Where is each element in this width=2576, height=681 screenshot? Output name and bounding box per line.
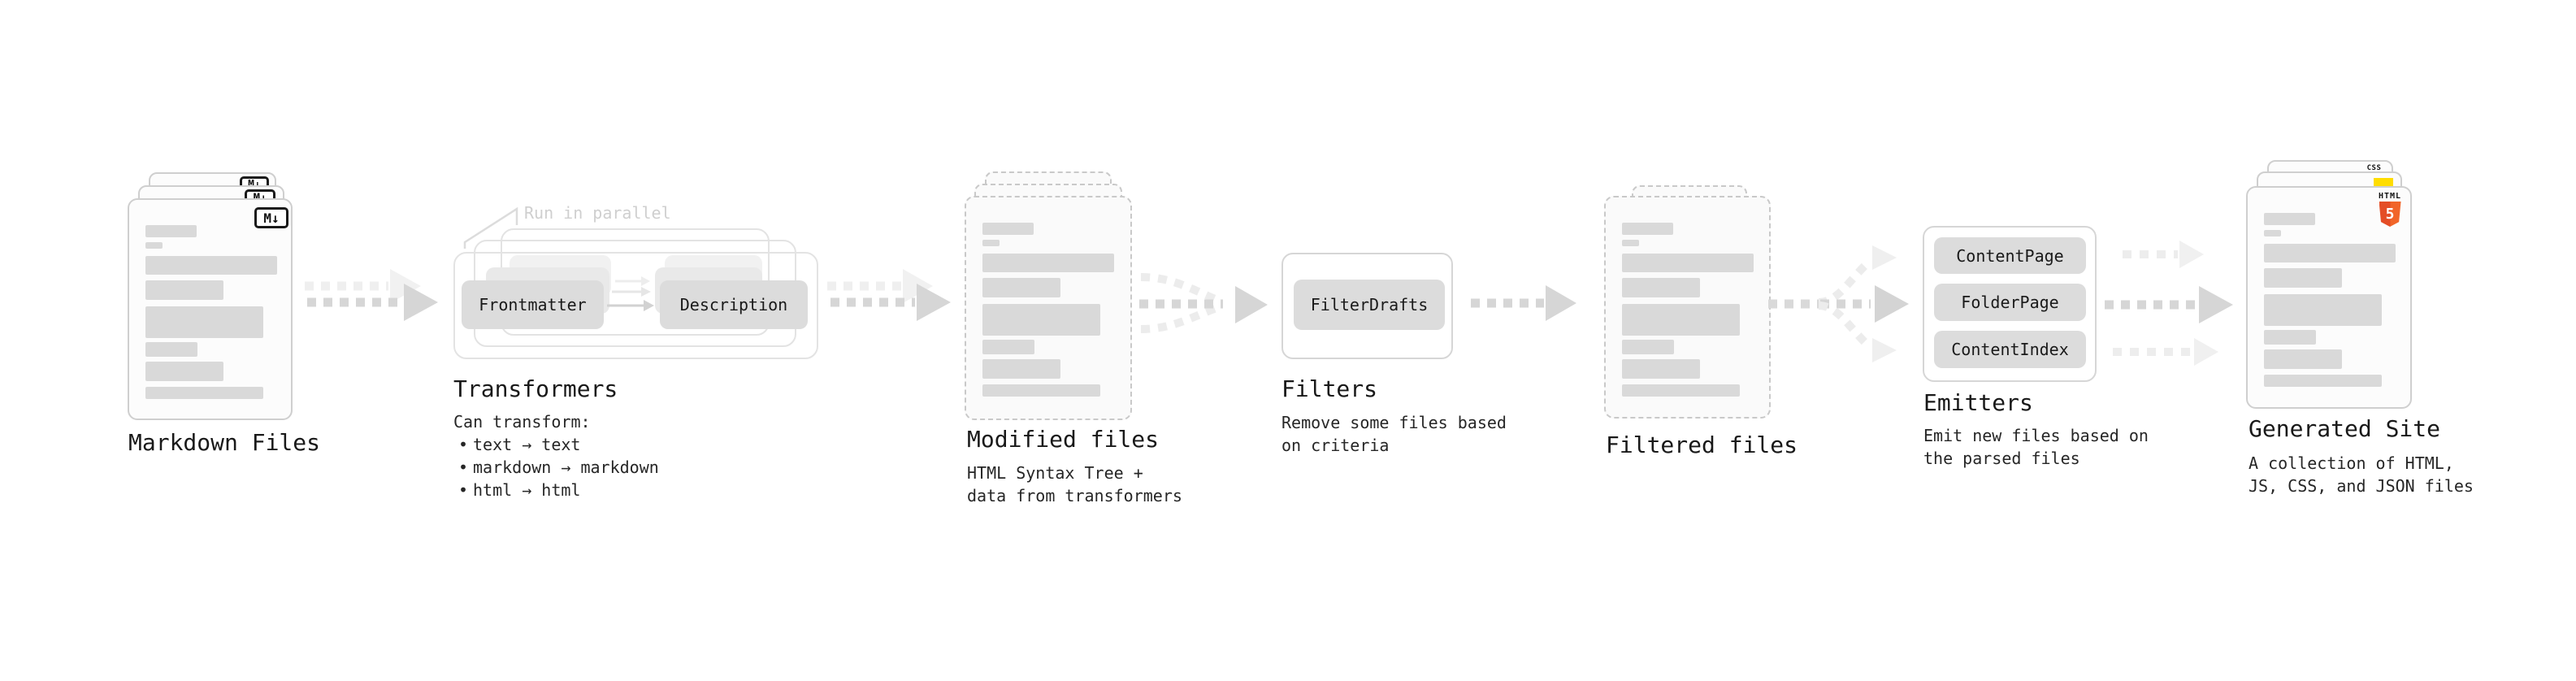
transformers-stack-front [453,252,818,359]
bullet-html-to-html: •html → html [458,480,581,500]
arrow-fan-out-to-emitters [1768,245,1909,362]
skeleton-line [1622,359,1700,379]
skeleton-line [145,225,197,237]
skeleton-line [982,359,1060,379]
skeleton-line [2264,330,2316,345]
skeleton-line [145,306,263,338]
skeleton-line [2264,268,2342,288]
skeleton-line [145,256,277,275]
generated-site-label: Generated Site [2249,415,2441,442]
skeleton-line [2264,294,2382,326]
generated-card-front: HTML 5 [2246,186,2412,409]
skeleton-line [145,362,223,381]
transformers-label: Transformers [453,375,618,402]
skeleton-line [145,242,163,249]
arrow-transformers-to-modified [827,269,951,321]
arrow-fan-in-to-filters [1139,273,1268,333]
modified-card-front [965,196,1132,420]
skeleton-line [982,240,1000,246]
bullet-markdown-to-markdown: •markdown → markdown [458,458,659,477]
generated-site-caption: A collection of HTML, JS, CSS, and JSON … [2249,453,2474,496]
can-transform-title: Can transform: [453,412,591,432]
skeleton-line [982,384,1100,397]
skeleton-line [145,342,197,357]
skeleton-line [1622,223,1673,235]
markdown-files-label: Markdown Files [128,429,321,456]
frontmatter-chip: Frontmatter [462,280,604,329]
skeleton-line [1622,340,1674,354]
emitters-label: Emitters [1923,389,2033,416]
transformers-caption: Can transform: •text → text •markdown → … [453,410,659,501]
run-in-parallel-annotation: Run in parallel [524,203,671,223]
skeleton-line [2264,375,2382,387]
filters-caption: Remove some files based on criteria [1281,413,1507,455]
skeleton-line [1622,254,1754,272]
modified-files-caption: HTML Syntax Tree + data from transformer… [967,463,1182,505]
skeleton-line [982,340,1034,354]
skeleton-line [1622,278,1700,297]
html5-icon: HTML 5 [2379,192,2401,227]
contentindex-chip: ContentIndex [1934,331,2086,368]
skeleton-line [1622,384,1740,397]
skeleton-line [1622,240,1639,246]
filters-label: Filters [1281,375,1378,402]
skeleton-line [982,304,1100,336]
skeleton-line [1622,304,1740,336]
skeleton-line [982,254,1114,272]
filtered-card-front [1604,196,1771,419]
skeleton-line [2264,349,2342,369]
description-chip: Description [660,280,808,329]
markdown-icon: M↓ [254,207,288,228]
skeleton-line [982,278,1060,297]
markdown-card-front: M↓ [128,198,293,420]
arrows-emitters-to-generated [2105,241,2233,366]
skeleton-line [982,223,1034,235]
javascript-icon [2374,178,2393,189]
filtered-files-label: Filtered files [1606,432,1798,458]
folderpage-chip: FolderPage [1934,284,2086,321]
modified-files-label: Modified files [967,426,1160,453]
skeleton-line [145,387,263,399]
skeleton-line [2264,230,2281,236]
arrow-filters-to-filtered [1471,285,1576,321]
skeleton-line [2264,244,2396,262]
skeleton-line [145,280,223,300]
arrow-markdown-to-transformers [305,269,438,321]
contentpage-chip: ContentPage [1934,237,2086,274]
skeleton-line [2264,213,2315,225]
filterdrafts-chip: FilterDrafts [1294,280,1445,330]
emitters-caption: Emit new files based on the parsed files [1923,426,2149,468]
bullet-text-to-text: •text → text [458,435,581,454]
